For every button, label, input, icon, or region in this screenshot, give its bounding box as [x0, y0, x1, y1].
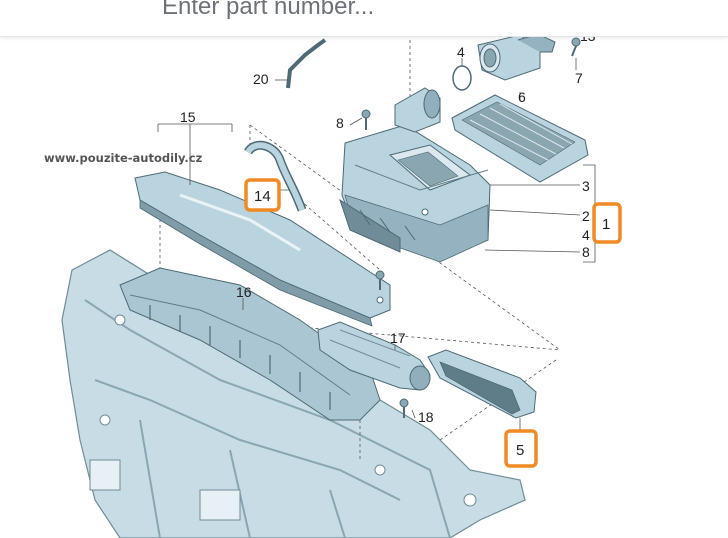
- screw-15-icon: [375, 270, 385, 290]
- part-label-4[interactable]: 4: [582, 227, 590, 243]
- highlighted-part-label-14[interactable]: 14: [254, 188, 271, 205]
- part-1-air-filter-housing: [339, 87, 491, 263]
- part-label-7[interactable]: 7: [575, 70, 583, 86]
- part-label-8[interactable]: 8: [582, 244, 590, 260]
- part-15-air-duct-cover: [134, 171, 391, 327]
- part-label-8-screw[interactable]: 8: [336, 115, 344, 131]
- part-label-6[interactable]: 6: [518, 89, 526, 105]
- part-label-18[interactable]: 18: [418, 409, 434, 425]
- search-bar: [0, 0, 728, 37]
- part-5-intake-snorkel: [427, 349, 537, 419]
- part-label-20[interactable]: 20: [253, 71, 269, 87]
- part-6-filter-element: [451, 94, 589, 183]
- part-label-4-sensor[interactable]: 4: [457, 44, 465, 60]
- screw-18-icon: [399, 398, 409, 418]
- screw-8-icon: [361, 109, 371, 130]
- part-label-17[interactable]: 17: [390, 330, 406, 346]
- screws: [361, 37, 581, 418]
- highlighted-part-label-1[interactable]: 1: [602, 216, 610, 233]
- part-20-vent-hose: [286, 38, 327, 89]
- part-label-15[interactable]: 15: [180, 109, 196, 125]
- part-label-2[interactable]: 2: [582, 208, 590, 224]
- part-4-air-mass-meter: [452, 37, 556, 91]
- part-label-13[interactable]: 13: [580, 37, 596, 44]
- highlight-boxes: [244, 178, 622, 468]
- parts-diagram: 20 4 13 7 6 8 15 3 2 4 8 16 17 18 14 1 5…: [44, 37, 622, 538]
- screw-7-icon: [571, 37, 581, 57]
- part-14-hose: [244, 140, 307, 212]
- part-16-lower-air-duct: [119, 267, 381, 421]
- part-label-16[interactable]: 16: [236, 284, 252, 300]
- part-number-search-input[interactable]: [160, 0, 704, 28]
- watermark-text: www.pouzite-autodily.cz: [44, 151, 203, 165]
- highlighted-part-label-5[interactable]: 5: [516, 442, 524, 459]
- part-label-3[interactable]: 3: [582, 178, 590, 194]
- part-17-resonator: [317, 321, 431, 391]
